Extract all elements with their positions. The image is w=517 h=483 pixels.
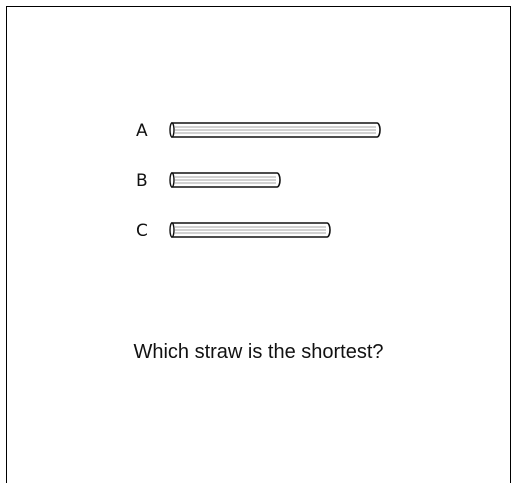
- straw-body: [170, 223, 330, 237]
- frame-border-left: [6, 6, 7, 483]
- straw-body: [170, 123, 380, 137]
- frame-border-right: [510, 6, 511, 483]
- straw-label-a: A: [136, 121, 156, 141]
- straw-label-c: C: [136, 221, 156, 241]
- straw-body: [170, 173, 280, 187]
- question-text: Which straw is the shortest?: [0, 341, 517, 364]
- straw-a: [170, 119, 400, 143]
- straw-c: [170, 219, 400, 243]
- straw-b: [170, 169, 400, 193]
- straw-label-b: B: [136, 171, 156, 191]
- frame-border-top: [6, 6, 511, 7]
